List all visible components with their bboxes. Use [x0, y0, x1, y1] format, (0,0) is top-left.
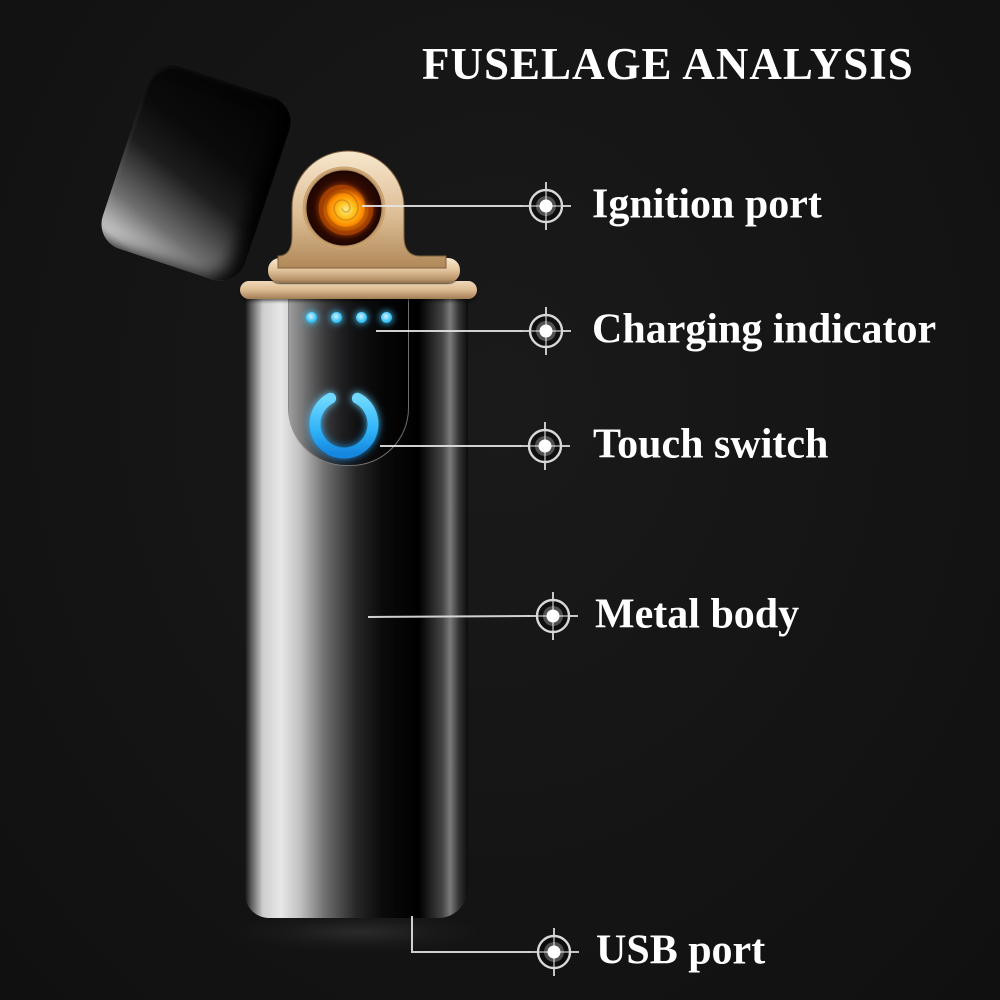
collar-band-lower — [240, 281, 477, 299]
led-dot — [355, 312, 367, 323]
label-usb-port: USB port — [596, 927, 766, 974]
crosshair-marker-icon — [529, 928, 579, 976]
ignition-chamber — [305, 169, 383, 247]
crosshair-marker-icon — [521, 307, 571, 355]
crosshair-marker-icon — [528, 592, 578, 640]
led-dot — [330, 312, 342, 323]
label-metal-body: Metal body — [595, 591, 800, 638]
led-dot — [380, 312, 392, 323]
label-ignition-port: Ignition port — [592, 181, 822, 228]
crosshair-marker-icon — [520, 422, 570, 470]
page-title: FUSELAGE ANALYSIS — [422, 39, 914, 89]
lighter-cap — [94, 58, 298, 288]
collar-band-upper — [268, 258, 460, 283]
charging-indicator-leds — [289, 312, 408, 323]
label-charging-indicator: Charging indicator — [592, 306, 937, 353]
touch-switch-power-icon — [289, 368, 399, 479]
label-touch-switch: Touch switch — [593, 421, 829, 468]
lighter-shadow — [236, 912, 482, 952]
arch-housing — [277, 150, 447, 269]
crosshair-marker-icon — [521, 182, 571, 230]
heating-coil-icon — [318, 184, 374, 236]
led-dot — [305, 312, 317, 323]
